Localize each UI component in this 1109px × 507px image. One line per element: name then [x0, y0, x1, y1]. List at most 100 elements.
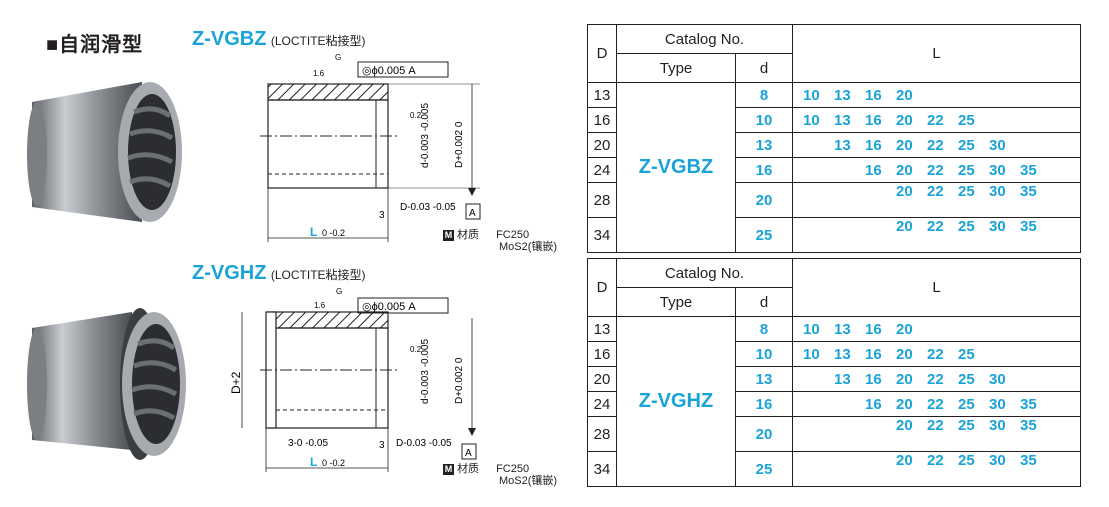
cell-D: 13 [587, 82, 617, 108]
L-value: 20 [896, 136, 913, 154]
chamfer-label: 3 [379, 440, 385, 451]
header-D: D [587, 258, 617, 317]
model-name: Z-VGBZ [192, 28, 267, 50]
L-value: 20 [896, 345, 913, 363]
L-value: 25 [958, 370, 975, 388]
flange-diameter-label: D+2 [229, 371, 243, 394]
cell-d: 10 [735, 341, 793, 367]
header-D: D [587, 24, 617, 83]
L-value: 22 [927, 161, 944, 179]
L-value: 25 [958, 136, 975, 154]
L-value: 20 [896, 86, 913, 104]
cell-D: 28 [587, 416, 617, 452]
technical-drawing-vgbz: 1.6 G ◎ϕ0.005 A 0.2 d-0.003 -0.005 D+0.0… [260, 53, 481, 242]
material-icon: M [443, 464, 454, 475]
L-value: 10 [803, 320, 820, 338]
L-value: 35 [1020, 395, 1037, 413]
header-catalog: Catalog No. [616, 258, 793, 288]
L-value: 35 [1020, 452, 1037, 469]
L-value: 25 [958, 161, 975, 179]
L-value: 20 [896, 370, 913, 388]
L-value: 30 [989, 395, 1006, 413]
header-d: d [735, 53, 793, 83]
length-tolerance: 0 -0.2 [322, 458, 345, 468]
L-value: 35 [1020, 161, 1037, 179]
L-value: 20 [896, 452, 913, 469]
chamfer-label: 3 [379, 210, 385, 221]
L-value: 25 [958, 395, 975, 413]
outer-diameter-tolerance: D+0.002 0 [454, 121, 465, 168]
header-catalog: Catalog No. [616, 24, 793, 54]
L-value: 13 [834, 320, 851, 338]
cell-d: 25 [735, 451, 793, 487]
L-value: 20 [896, 183, 913, 200]
L-value: 10 [803, 111, 820, 129]
L-value: 22 [927, 183, 944, 200]
material-icon: M [443, 230, 454, 241]
length-tolerance: 0 -0.2 [322, 228, 345, 238]
L-value: 16 [865, 161, 882, 179]
roughness-top-label: 1.6 [314, 301, 326, 310]
roughness-g-label: G [335, 53, 341, 62]
L-value: 16 [865, 111, 882, 129]
L-value: 20 [896, 218, 913, 235]
L-value: 16 [865, 345, 882, 363]
L-value: 16 [865, 395, 882, 413]
length-label: L [310, 455, 317, 469]
roughness-top-label: 1.6 [313, 69, 325, 78]
concentricity-callout: ◎ϕ0.005 A [362, 65, 416, 77]
L-value: 13 [834, 86, 851, 104]
L-value: 13 [834, 136, 851, 154]
L-value: 25 [958, 218, 975, 235]
L-value: 30 [989, 136, 1006, 154]
outer-diameter-tolerance: D+0.002 0 [454, 357, 465, 404]
cell-d: 8 [735, 316, 793, 342]
L-value: 16 [865, 86, 882, 104]
cell-d: 13 [735, 132, 793, 158]
L-value: 22 [927, 111, 944, 129]
material-line2: MoS2(镶嵌) [499, 475, 558, 487]
L-value: 20 [896, 417, 913, 434]
cell-d: 8 [735, 82, 793, 108]
cell-D: 24 [587, 157, 617, 183]
outer-tolerance-label: D-0.03 -0.05 [400, 202, 456, 213]
cell-D: 13 [587, 316, 617, 342]
L-value: 13 [834, 370, 851, 388]
cell-D: 16 [587, 107, 617, 133]
L-value: 30 [989, 218, 1006, 235]
L-value: 20 [896, 111, 913, 129]
L-value: 35 [1020, 218, 1037, 235]
header-type: Type [616, 287, 736, 317]
L-value: 30 [989, 370, 1006, 388]
L-value: 20 [896, 395, 913, 413]
roughness-inner-label: 0.2 [410, 111, 422, 120]
L-value: 13 [834, 111, 851, 129]
length-label: L [310, 225, 317, 239]
cell-type: Z-VGBZ [616, 82, 736, 253]
cell-D: 28 [587, 182, 617, 218]
cell-d: 20 [735, 416, 793, 452]
material-label: 材质 [457, 463, 479, 475]
L-value: 30 [989, 161, 1006, 179]
material-line1: FC250 [496, 463, 530, 475]
